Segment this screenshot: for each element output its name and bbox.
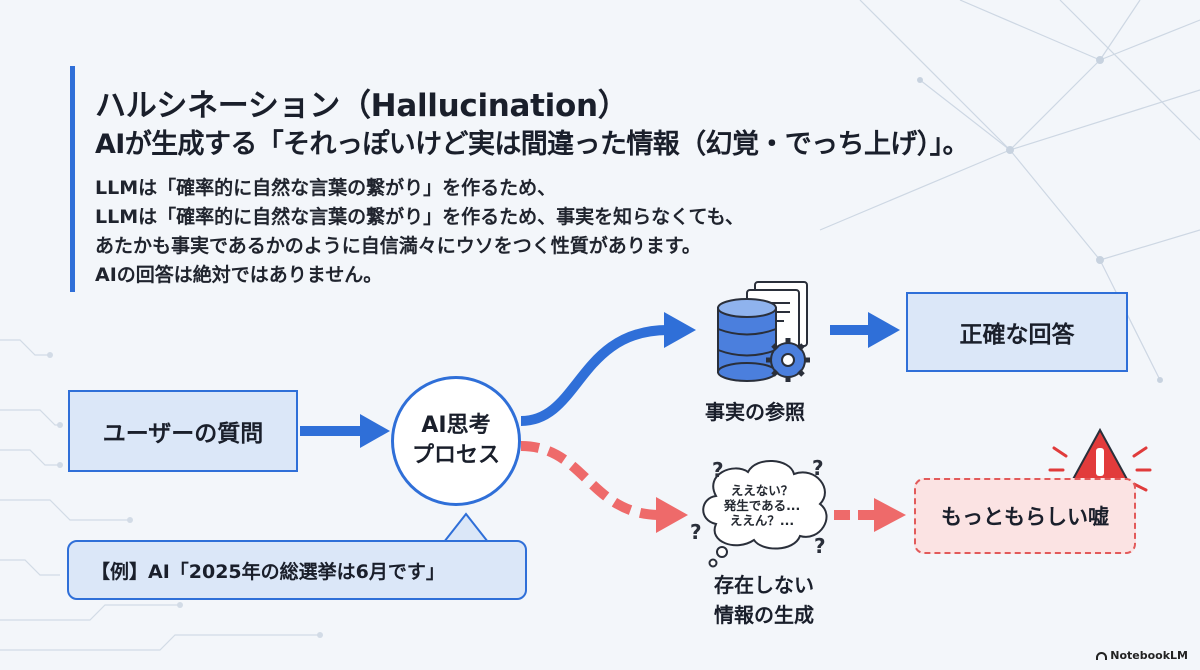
- brand-watermark: NotebookLM: [1096, 649, 1188, 662]
- cloud-line-1: ええない？: [730, 483, 794, 498]
- description-line-3: あたかも事実であるかのように自信満々にウソをつく性質があります。: [95, 235, 701, 257]
- arrow-ai-to-hallucination: [520, 441, 688, 533]
- fact-reference-label: 事実の参照: [705, 400, 805, 424]
- description-line-1: LLMは「確率的に自然な言葉の繋がり」を作るため、: [95, 177, 557, 199]
- nonexistent-info-label: 存在しない 情報の生成: [706, 570, 822, 630]
- question-mark-icon: ?: [690, 520, 702, 544]
- arrow-ai-to-fact: [520, 312, 696, 426]
- cloud-line-3: ええん？...: [729, 513, 795, 528]
- description: LLMは「確率的に自然な言葉の繋がり」を作るため、 LLMは「確率的に自然な言葉…: [95, 174, 744, 290]
- question-mark-icon: ?: [812, 456, 824, 480]
- notebooklm-logo-icon: [1096, 651, 1108, 660]
- cloud-line-2: 発生である...: [723, 498, 801, 513]
- ai-thinking-line-2: プロセス: [411, 443, 500, 468]
- page-title: ハルシネーション（Hallucination）: [95, 88, 629, 124]
- brand-name: NotebookLM: [1110, 649, 1188, 662]
- ai-thinking-circle: AI思考 プロセス: [391, 376, 521, 506]
- description-line-2: LLMは「確率的に自然な言葉の繋がり」を作るため、事実を知らなくても、: [95, 206, 745, 228]
- nonexistent-line-1: 存在しない: [714, 573, 814, 597]
- database-icon: [717, 298, 777, 382]
- thought-cloud-icon: [702, 459, 828, 568]
- gear-icon: [766, 338, 810, 382]
- description-line-4: AIの回答は絶対ではありません。: [95, 264, 383, 286]
- user-question-box: ユーザーの質問: [68, 390, 298, 472]
- arrow-fact-to-answer: [830, 312, 900, 348]
- page-subtitle: AIが生成する「それっぽいけど実は間違った情報（幻覚・でっち上げ）」。: [95, 129, 970, 160]
- speech-bubble-tail: [441, 512, 491, 543]
- nonexistent-line-2: 情報の生成: [714, 603, 814, 627]
- plausible-lie-box: もっともらしい嘘: [914, 478, 1136, 554]
- arrow-user-to-ai: [300, 414, 390, 448]
- title-accent-bar: [70, 66, 75, 292]
- ai-thinking-line-1: AI思考: [421, 413, 491, 438]
- question-mark-icon: ?: [814, 534, 826, 558]
- accurate-answer-box: 正確な回答: [906, 292, 1128, 372]
- example-speech-bubble: 【例】AI「2025年の総選挙は6月です」: [67, 540, 527, 600]
- thought-cloud-text: ええない？ 発生である... ええん？...: [700, 483, 824, 528]
- question-mark-icon: ?: [712, 458, 724, 482]
- arrow-hallucination-to-lie: [834, 498, 906, 532]
